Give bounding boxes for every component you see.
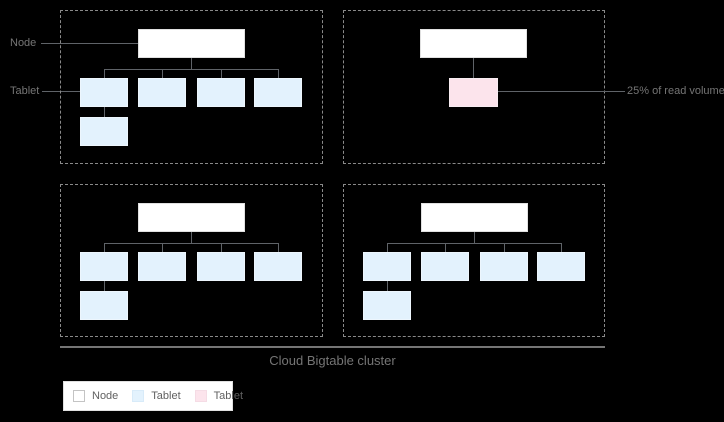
tablet-box bbox=[197, 78, 245, 107]
tablet-swatch-icon bbox=[132, 390, 145, 402]
tablet-box bbox=[138, 78, 186, 107]
tablet-box bbox=[537, 252, 585, 281]
tablet-box bbox=[363, 291, 411, 320]
node-group-1 bbox=[60, 10, 323, 164]
tablet-box bbox=[363, 252, 411, 281]
connector bbox=[104, 69, 279, 70]
node-callout-leader-line bbox=[41, 43, 138, 44]
connector bbox=[387, 243, 388, 252]
connector bbox=[387, 243, 562, 244]
tablet-box bbox=[254, 252, 302, 281]
node-group-2 bbox=[343, 10, 605, 164]
node-swatch-icon bbox=[73, 390, 85, 402]
tablet-box bbox=[80, 252, 128, 281]
connector bbox=[104, 243, 279, 244]
tablet-box bbox=[480, 252, 528, 281]
connector bbox=[387, 281, 388, 291]
connector bbox=[191, 58, 192, 69]
legend-label-hot-tablet: Tablet bbox=[213, 390, 244, 402]
legend-label-tablet: Tablet bbox=[151, 390, 181, 402]
connector bbox=[191, 232, 192, 243]
connector bbox=[445, 243, 446, 252]
connector bbox=[278, 69, 279, 78]
read-volume-leader-line bbox=[498, 91, 625, 92]
hot-tablet-box bbox=[449, 78, 498, 107]
tablet-box bbox=[80, 78, 128, 107]
node-group-4 bbox=[343, 184, 605, 337]
connector bbox=[221, 69, 222, 78]
tablet-box bbox=[80, 117, 128, 146]
node-callout-label: Node bbox=[10, 37, 37, 49]
read-volume-label: 25% of read volume bbox=[627, 85, 724, 97]
tablet-box bbox=[138, 252, 186, 281]
connector bbox=[561, 243, 562, 252]
tablet-box bbox=[80, 291, 128, 320]
connector bbox=[162, 69, 163, 78]
connector bbox=[221, 243, 222, 252]
tablet-callout-leader-line bbox=[42, 91, 80, 92]
node-box bbox=[421, 203, 528, 232]
legend: Node Tablet Tablet bbox=[63, 381, 243, 411]
connector bbox=[104, 69, 105, 78]
tablet-box bbox=[197, 252, 245, 281]
connector bbox=[162, 243, 163, 252]
connector bbox=[473, 58, 474, 78]
node-box bbox=[138, 29, 245, 58]
tablet-box bbox=[254, 78, 302, 107]
connector bbox=[104, 281, 105, 291]
tablet-callout-label: Tablet bbox=[10, 85, 40, 97]
node-group-3 bbox=[60, 184, 323, 337]
hot-tablet-swatch-icon bbox=[194, 390, 207, 402]
connector bbox=[474, 232, 475, 243]
cluster-bracket-line bbox=[60, 346, 605, 348]
node-box bbox=[420, 29, 527, 58]
cluster-caption: Cloud Bigtable cluster bbox=[269, 353, 396, 368]
connector bbox=[104, 107, 105, 117]
tablet-box bbox=[421, 252, 469, 281]
legend-label-node: Node bbox=[92, 390, 119, 402]
connector bbox=[104, 243, 105, 252]
node-box bbox=[138, 203, 245, 232]
connector bbox=[278, 243, 279, 252]
connector bbox=[504, 243, 505, 252]
